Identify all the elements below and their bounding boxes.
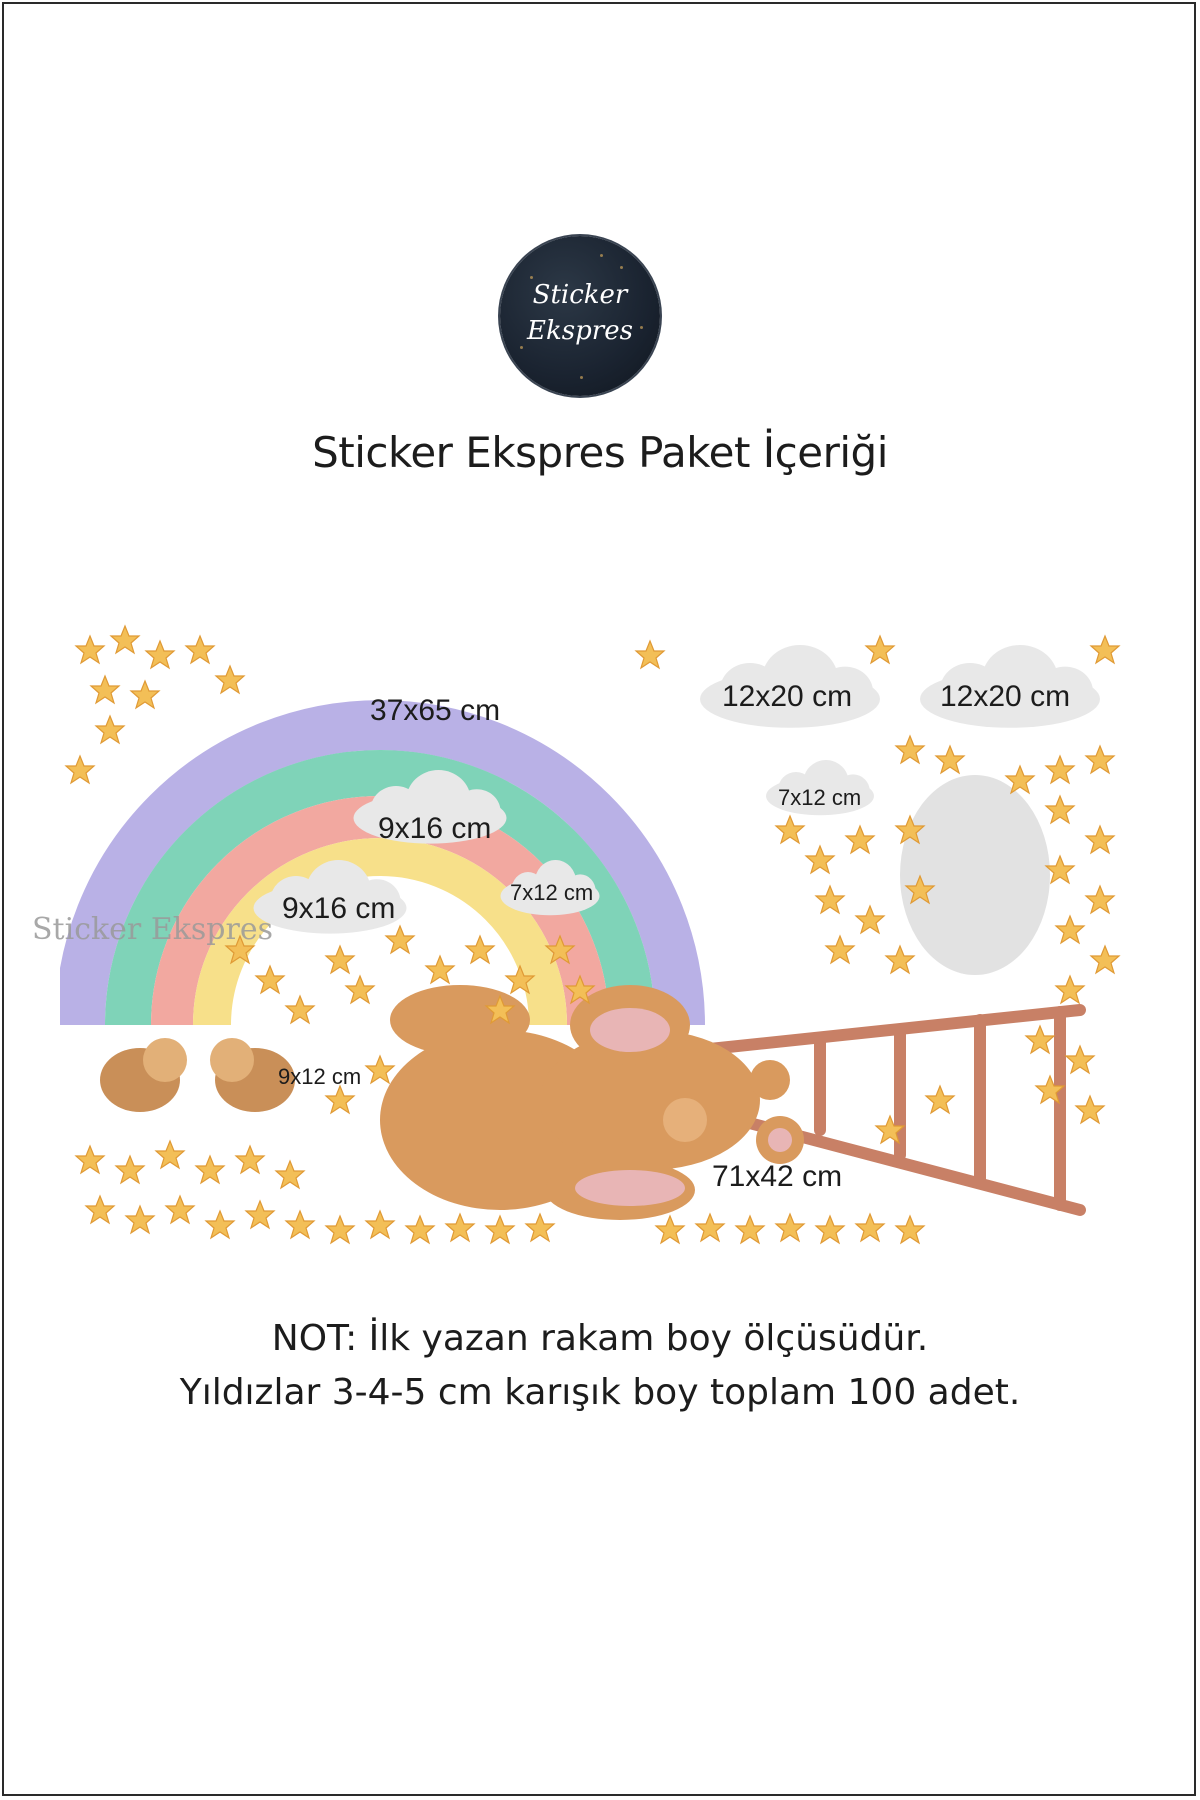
note-line-2: Yıldızlar 3-4-5 cm karışık boy toplam 10…: [179, 1372, 1021, 1413]
size-label-cloud-mid-1: 9x16 cm: [378, 812, 492, 845]
size-label-cloud-small-right: 7x12 cm: [778, 785, 862, 810]
sticker-illustration: [60, 625, 1120, 1244]
logo-text-line1: Sticker: [532, 280, 628, 310]
sticker-ekspres-logo: Sticker Ekspres: [500, 236, 660, 396]
watermark: Sticker Ekspres: [32, 912, 273, 947]
size-label-bunny: 71x42 cm: [712, 1160, 843, 1193]
size-label-cloud-mid-2: 9x16 cm: [282, 892, 396, 925]
size-label-cloud-small-center: 7x12 cm: [510, 880, 594, 905]
ladder-sticker: [694, 1004, 1086, 1216]
bunny-sticker: [380, 985, 804, 1220]
rainbow-sticker: [60, 700, 705, 1026]
cloud-tall: [900, 775, 1050, 975]
page-title: Sticker Ekspres Paket İçeriği: [312, 428, 888, 477]
size-label-cloud-large-1: 12x20 cm: [722, 680, 853, 713]
logo-text-line2: Ekspres: [527, 316, 633, 346]
note-line-1: NOT: İlk yazan rakam boy ölçüsüdür.: [271, 1318, 929, 1359]
size-label-rainbow: 37x65 cm: [370, 694, 501, 727]
birds-sticker: [100, 1038, 295, 1112]
size-label-cloud-large-2: 12x20 cm: [940, 680, 1071, 713]
size-label-birds: 9x12 cm: [278, 1064, 362, 1089]
